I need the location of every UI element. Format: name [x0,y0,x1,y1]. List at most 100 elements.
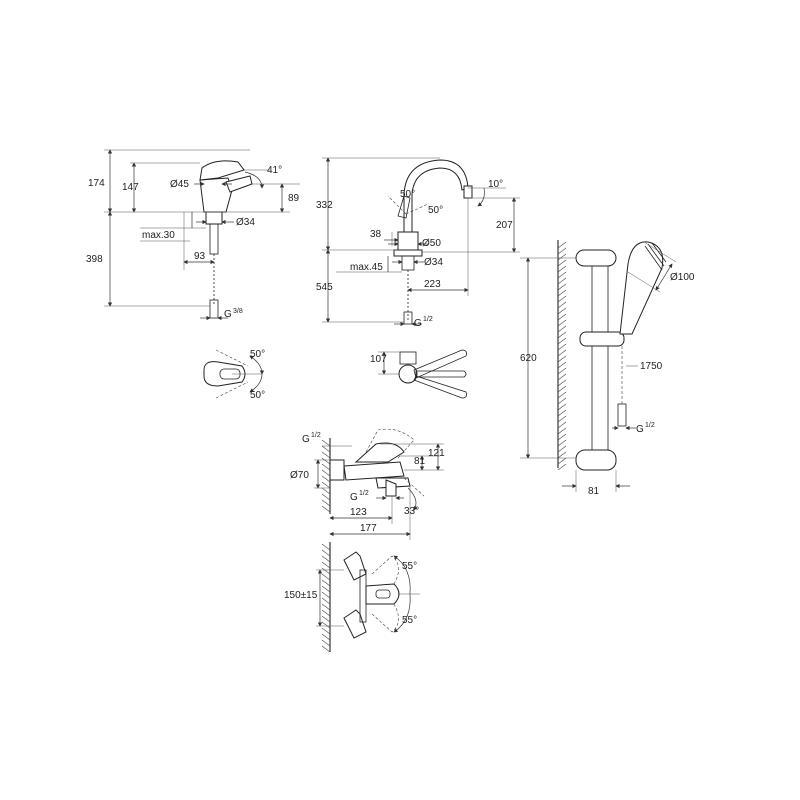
dim-angle-50-top: 50° [250,349,265,360]
wall-hatch-line [321,561,331,569]
dim-147: 147 [122,182,139,193]
wall-hatch-line [321,451,331,459]
bath-mixer-escutcheon [329,459,345,481]
bath-mixer-front-view: 150±15 55° 55° [284,542,420,653]
wall-hatch-line [557,451,567,459]
wall-hatch-line [321,615,331,623]
dim-max-30: max.30 [142,230,175,241]
wall-hatch-line [557,241,567,249]
dim-81-bath: 81 [414,456,426,467]
wall-hatch-line [321,445,331,453]
dim-123: 123 [350,507,367,518]
wall-hatch-line [321,439,331,447]
kitchen-mixer-side-view: 332 545 207 50° 50° 10° 38 Ø50 max.45 Ø3… [316,157,520,329]
wall-hatch-line [557,265,567,273]
dim-diameter-100: Ø100 [670,272,695,283]
wall-hatch-line [321,639,331,647]
wall-hatch-line [557,421,567,429]
dim-121: 121 [428,448,445,459]
wall-hatch-line [321,493,331,501]
dim-angle-50-right: 50° [428,205,443,216]
dim-diameter-45: Ø45 [170,179,189,190]
bath-mixer-side-view: G 1/2 121 81 Ø70 G 1/2 33° 123 177 [290,428,445,540]
basin-mixer-lever [199,160,245,181]
shower-rail-top-bracket [575,249,617,267]
dim-angle-50-left: 50° [400,189,415,200]
wall-hatch-line [557,247,567,255]
dim-89: 89 [288,193,300,204]
basin-mixer-hose-end [209,299,219,319]
wall-hatch-line [557,289,567,297]
wall-hatch-line [557,271,567,279]
wall-hatch-line [321,457,331,465]
shower-slider [579,331,625,347]
dim-93: 93 [194,251,206,262]
basin-mixer-base [205,211,223,225]
bath-mixer-front-eccentric-top [343,551,367,581]
wall-hatch-line [321,585,331,593]
wall-hatch-line [557,457,567,465]
dim-angle-33: 33° [404,506,419,517]
wall-hatch-line [557,379,567,387]
wall-hatch-line [557,439,567,447]
dim-max-45: max.45 [350,262,383,273]
wall-hatch-line [557,319,567,327]
dim-thread-fraction-kitchen: 1/2 [423,316,433,323]
wall-hatch-line [557,361,567,369]
dim-thread-fraction-bath-top: 1/2 [311,432,321,439]
shower-rail [591,257,609,463]
kitchen-mixer-body [397,231,419,251]
wall-hatch-line [321,499,331,507]
bath-mixer-lever [354,442,405,463]
wall-hatch-line [557,445,567,453]
wall-hatch-line [321,475,331,483]
wall-hatch-line [557,427,567,435]
kitchen-mixer-base [393,249,423,257]
dim-150-tolerance: 150±15 [284,590,318,601]
dim-332: 332 [316,200,333,211]
wall-hatch-line [557,331,567,339]
wall-hatch-line [321,555,331,563]
basin-mixer-shank [209,223,219,255]
basin-mixer-body [199,177,233,213]
wall-hatch-line [557,391,567,399]
wall-hatch-line [321,567,331,575]
wall-hatch-line [321,645,331,653]
dim-207: 207 [496,220,513,231]
dim-diameter-70: Ø70 [290,470,309,481]
kitchen-mixer-top-view: 107 [370,349,467,399]
wall-hatch-line [557,343,567,351]
wall-hatch-line [557,367,567,375]
wall-hatch-line [557,283,567,291]
wall-hatch-line [321,633,331,641]
wall-hatch-line [557,463,567,471]
dim-174: 174 [88,178,105,189]
wall-hatch-line [321,579,331,587]
dim-angle-50-bottom: 50° [250,390,265,401]
wall-hatch-line [557,373,567,381]
wall-hatch-line [557,295,567,303]
wall-hatch-line [321,573,331,581]
wall-hatch-line [557,259,567,267]
wall-hatch-line [321,469,331,477]
kitchen-mixer-lever [397,195,411,219]
wall-hatch-line [321,543,331,551]
kitchen-mixer-spout-top-3 [413,375,467,399]
wall-hatch-line [557,337,567,345]
dim-107: 107 [370,354,387,365]
dim-diameter-34-kitchen: Ø34 [424,257,443,268]
dim-thread-g-shower: G [636,424,644,435]
dim-diameter-34: Ø34 [236,217,255,228]
wall-hatch-line [557,313,567,321]
dim-diameter-50: Ø50 [422,238,441,249]
wall-hatch-line [557,349,567,357]
basin-mixer-top-view: 50° 50° [203,349,265,401]
kitchen-mixer-spout-top-1 [413,349,467,379]
dim-177: 177 [360,523,377,534]
dim-angle-10: 10° [488,179,503,190]
dim-38: 38 [370,229,382,240]
wall-hatch-line [557,409,567,417]
wall-hatch-line [557,277,567,285]
bath-mixer-body [343,461,405,481]
